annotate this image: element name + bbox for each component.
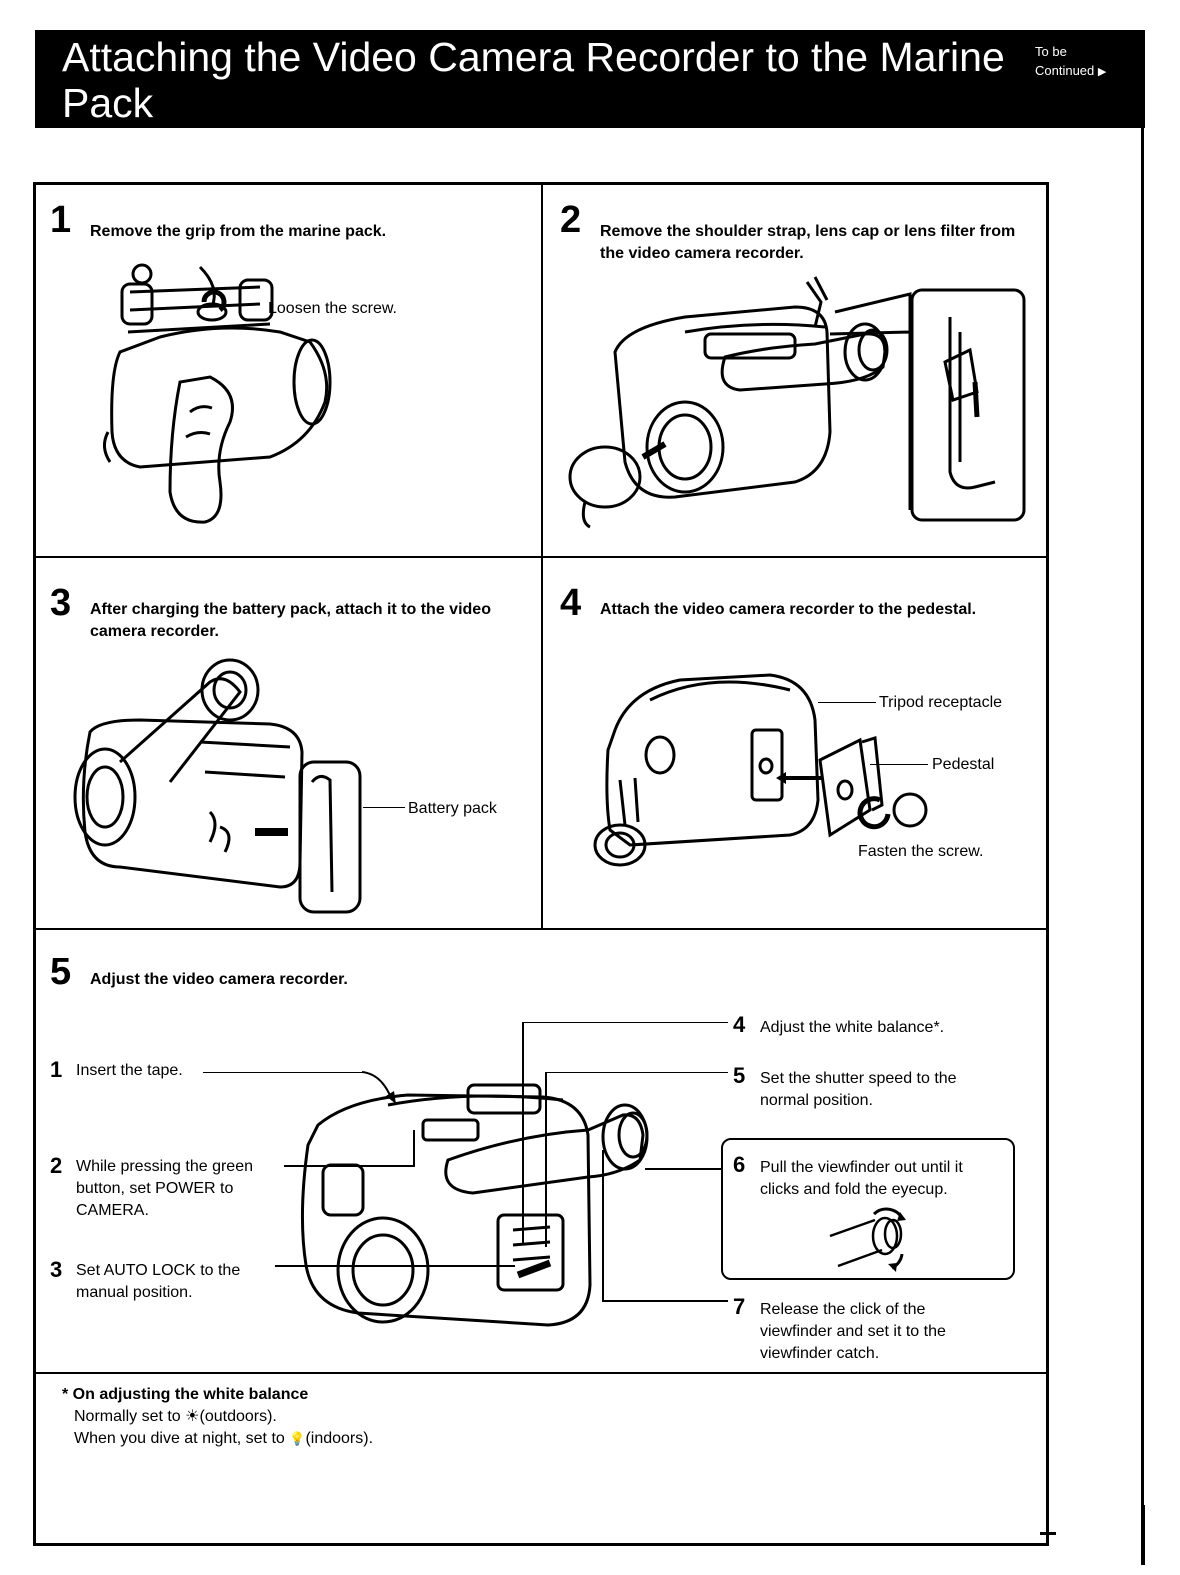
camera-adjust-illustration — [300, 1083, 649, 1327]
step-2-number: 2 — [560, 199, 582, 241]
adjust-6-number: 6 — [733, 1152, 746, 1177]
step-3-text: After charging the battery pack, attach … — [90, 601, 491, 640]
row-divider-1 — [35, 556, 1047, 558]
step-3-number: 3 — [50, 582, 72, 624]
label-loosen-screw: Loosen the screw. — [268, 300, 397, 317]
pedestal-attach-illustration — [593, 673, 928, 867]
leader-auto-lock — [275, 1265, 515, 1267]
leader-power-switch — [284, 1165, 414, 1167]
footnote-line1-prefix: Normally set to — [74, 1408, 181, 1425]
footnote-title: * On adjusting the white balance — [62, 1386, 309, 1403]
arrow-right-icon: ▶ — [1097, 66, 1107, 78]
page-header: Attaching the Video Camera Recorder to t… — [35, 30, 1145, 128]
leader-white-balance — [522, 1022, 728, 1023]
footnote-line2-suffix: (indoors). — [305, 1430, 374, 1447]
sun-icon: ☀ — [185, 1408, 200, 1425]
continued-line-2: Continued — [1035, 63, 1095, 78]
step-4-text: Attach the video camera recorder to the … — [600, 601, 977, 618]
instruction-frame — [33, 182, 1049, 1546]
leader-shutter — [545, 1072, 728, 1073]
row-divider-2 — [35, 928, 1047, 930]
footnote-line2-prefix: When you dive at night, set to — [74, 1430, 285, 1447]
page-edge-mark — [1141, 1505, 1145, 1565]
label-pedestal: Pedestal — [932, 756, 995, 773]
step-4-number: 4 — [560, 582, 582, 624]
leader-release — [602, 1300, 728, 1302]
continued-line-1: To be — [1035, 44, 1067, 59]
adjust-1-text: Insert the tape. — [76, 1062, 183, 1079]
adjust-1-number: 1 — [50, 1057, 63, 1082]
leader-white-balance-vertical — [522, 1022, 524, 1244]
adjust-7-number: 7 — [733, 1294, 746, 1319]
adjust-3-number: 3 — [50, 1257, 63, 1282]
leader-viewfinder — [645, 1168, 723, 1170]
step-1-number: 1 — [50, 199, 72, 241]
leader-power-switch-vertical — [413, 1130, 415, 1167]
step-5-text: Adjust the video camera recorder. — [90, 971, 348, 988]
step-1-text: Remove the grip from the marine pack. — [90, 223, 387, 240]
footnote-line1-suffix: (outdoors). — [199, 1408, 277, 1425]
label-fasten-screw: Fasten the screw. — [858, 843, 984, 860]
adjust-2-text: While pressing the green button, set POW… — [76, 1158, 253, 1219]
adjust-5-number: 5 — [733, 1063, 746, 1088]
camera-lens-cap-illustration — [568, 276, 1026, 529]
continued-note: To be Continued ▶ — [1035, 42, 1106, 82]
page-edge-rule — [1141, 128, 1144, 1565]
light-bulb-icon: 💡 — [289, 1431, 306, 1446]
battery-attach-illustration — [73, 658, 362, 914]
step-2-text: Remove the shoulder strap, lens cap or l… — [600, 223, 1016, 262]
marine-pack-grip-illustration — [103, 263, 332, 524]
adjust-4-text: Adjust the white balance*. — [760, 1019, 945, 1036]
row-divider-3 — [35, 1372, 1047, 1374]
label-tripod-receptacle: Tripod receptacle — [879, 694, 1003, 711]
leader-insert-tape-arrow — [361, 1071, 396, 1104]
white-balance-footnote: * On adjusting the white balance Normall… — [62, 1384, 373, 1450]
eyecup-fold-illustration — [829, 1207, 906, 1272]
viewfinder-callout-box — [721, 1138, 1015, 1280]
pedestal-leader-line — [870, 764, 928, 765]
page-title: Attaching the Video Camera Recorder to t… — [62, 34, 1005, 126]
leader-release-vertical — [602, 1150, 604, 1300]
battery-leader-line — [363, 807, 405, 808]
adjust-5-text: Set the shutter speed to the normal posi… — [760, 1070, 957, 1109]
label-battery-pack: Battery pack — [408, 800, 497, 817]
adjust-2-number: 2 — [50, 1153, 63, 1178]
adjust-4-number: 4 — [733, 1012, 746, 1037]
tripod-leader-line — [818, 702, 876, 703]
adjust-3-text: Set AUTO LOCK to the manual position. — [76, 1262, 241, 1301]
adjust-6-text: Pull the viewfinder out until it clicks … — [760, 1159, 963, 1198]
adjust-7-text: Release the click of the viewfinder and … — [760, 1301, 946, 1362]
leader-insert-tape — [203, 1072, 363, 1073]
leader-shutter-vertical — [545, 1072, 547, 1247]
step-5-number: 5 — [50, 951, 72, 993]
